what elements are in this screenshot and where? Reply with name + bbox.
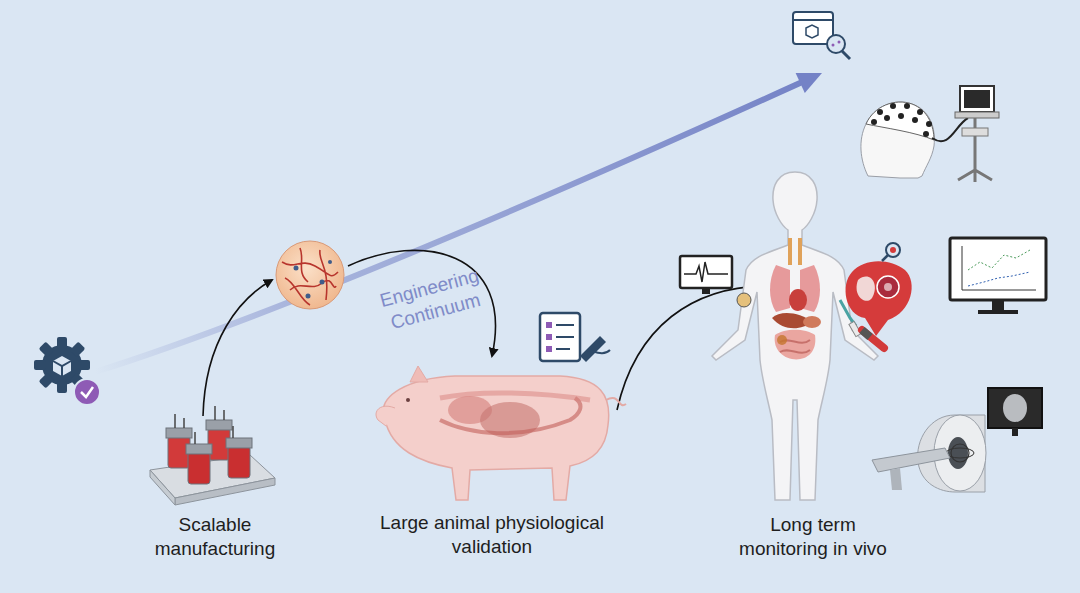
continuum-arrow <box>95 73 822 372</box>
chart-monitor <box>950 238 1046 314</box>
organoid <box>276 241 344 309</box>
mri-scanner <box>872 388 1042 492</box>
stage-caption: Scalable manufacturing <box>140 513 290 561</box>
gear-icon <box>34 337 100 405</box>
pathology-lens <box>846 243 912 336</box>
arrow-label: Engineering Continuum <box>365 261 498 339</box>
ecg-monitor <box>680 256 751 307</box>
bioreactor <box>150 406 275 505</box>
stage-caption: Large animal physiological validation <box>372 511 612 559</box>
checklist-icon <box>540 313 610 362</box>
human-body <box>712 172 884 500</box>
stage-caption: Long term monitoring in vivo <box>726 513 901 561</box>
eeg-setup <box>861 86 999 182</box>
pig <box>376 366 626 500</box>
process-arrows <box>203 250 780 416</box>
data-icon <box>793 12 850 59</box>
